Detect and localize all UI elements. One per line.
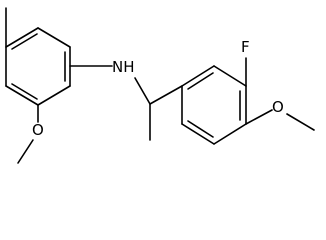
ch-to-right-ring-bond bbox=[149, 85, 183, 105]
o-right-bond-ring bbox=[245, 109, 273, 125]
bond bbox=[5, 27, 39, 48]
double-bond-inner bbox=[11, 33, 38, 50]
double-bond-inner bbox=[187, 72, 214, 90]
structural-formula: O NH F O bbox=[5, 7, 315, 164]
oxygen-right-label: O bbox=[272, 98, 284, 116]
oxygen-left-label: O bbox=[32, 121, 44, 139]
double-bond-inner bbox=[187, 120, 214, 138]
bond bbox=[213, 123, 247, 145]
left-benzene-ring bbox=[5, 27, 71, 106]
o-right-bond-methyl bbox=[286, 113, 315, 131]
bond bbox=[181, 123, 215, 145]
right-benzene-ring bbox=[181, 65, 247, 145]
o-left-bond-methyl bbox=[17, 139, 34, 164]
molecule-canvas: O NH F O bbox=[5, 7, 315, 164]
bond bbox=[5, 85, 39, 106]
bond bbox=[37, 85, 71, 106]
fluorine-label: F bbox=[241, 38, 250, 56]
double-bond-inner bbox=[11, 83, 38, 100]
bond bbox=[181, 65, 215, 87]
nh-label: NH bbox=[112, 58, 135, 76]
bond bbox=[37, 27, 71, 48]
nh-to-ch-bond bbox=[134, 77, 151, 105]
bond bbox=[213, 65, 247, 87]
